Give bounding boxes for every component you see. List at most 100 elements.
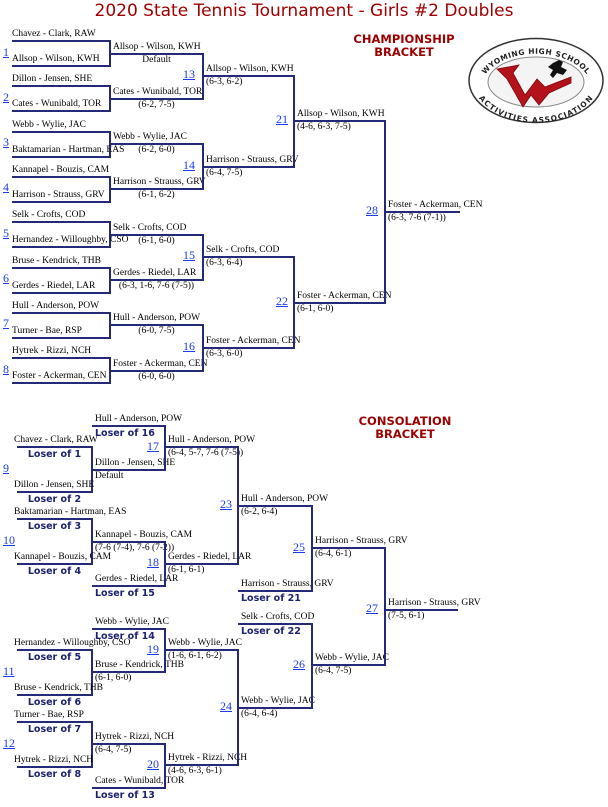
bracket-line <box>165 563 238 565</box>
team-name: Allsop - Wilson, KWH <box>12 54 100 64</box>
match-number-link[interactable]: 10 <box>3 532 15 547</box>
team-name: Selk - Crofts, COD <box>12 210 86 221</box>
logo-w-mark <box>496 64 572 108</box>
match-score: (6-1, 6-2) <box>138 190 175 201</box>
bracket-line <box>110 324 203 327</box>
match-number-link[interactable]: 11 <box>3 663 15 678</box>
winner-name: Webb - Wylie, JAC <box>113 132 187 143</box>
team-name: Hull - Anderson, POW <box>95 414 183 424</box>
bracket-line <box>203 346 294 349</box>
match-score: (6-4, 5-7, 7-6 (7-5)) <box>168 448 244 458</box>
team-name: Cates - Wunibald, TOR <box>95 776 185 786</box>
match-number-link[interactable]: 20 <box>147 757 159 771</box>
match-number-link[interactable]: 21 <box>276 112 288 127</box>
championship-heading-line2: BRACKET <box>374 45 434 59</box>
bracket-line <box>17 563 92 565</box>
match-number-link[interactable]: 4 <box>3 180 9 195</box>
bracket-line <box>203 165 294 168</box>
bracket-line <box>312 547 385 549</box>
bracket-line <box>12 40 110 42</box>
bracket-line <box>92 628 165 630</box>
loser-of-label: Loser of 1 <box>27 449 82 460</box>
bracket-line <box>12 200 110 203</box>
bracket-line <box>385 609 458 611</box>
team-name: Turner - Bae, RSP <box>14 710 84 720</box>
bracket-line <box>384 547 386 666</box>
match-score: (6-2, 6-4) <box>241 507 278 517</box>
match-score: (7-5, 6-1) <box>388 611 425 621</box>
match-number-link[interactable]: 7 <box>3 316 9 331</box>
team-name: Foster - Ackerman, CEN <box>12 371 107 382</box>
match-number-link[interactable]: 18 <box>147 555 159 569</box>
match-number-link[interactable]: 19 <box>147 641 159 656</box>
bracket-line <box>110 369 203 372</box>
winner-name: Kannapel - Bouzis, CAM <box>95 530 193 540</box>
match-number-link[interactable]: 5 <box>3 225 9 240</box>
match-score: (6-1, 6-0) <box>297 303 334 314</box>
bracket-line <box>110 52 203 55</box>
bracket-line <box>12 110 110 113</box>
match-number-link[interactable]: 16 <box>183 338 195 353</box>
match-number-link[interactable]: 23 <box>220 496 232 511</box>
team-name: Harrison - Strauss, GRV <box>241 579 334 589</box>
match-score: (6-0, 7-5) <box>138 326 175 337</box>
bracket-line <box>12 130 110 133</box>
consolation-heading: CONSOLATION BRACKET <box>335 415 475 441</box>
bracket-line <box>92 585 165 587</box>
team-name: Hytrek - Rizzi, NCH <box>14 755 94 765</box>
winner-name: Hull - Anderson, POW <box>113 313 201 324</box>
team-name: Cates - Wunibald, TOR <box>12 99 102 110</box>
match-number-link[interactable]: 1 <box>3 44 9 59</box>
match-number-link[interactable]: 17 <box>147 439 159 453</box>
match-number-link[interactable]: 14 <box>183 157 195 172</box>
match-number-link[interactable]: 3 <box>3 135 9 150</box>
match-number-link[interactable]: 9 <box>3 460 9 475</box>
match-number-link[interactable]: 26 <box>293 657 305 671</box>
bracket-line <box>12 221 110 224</box>
team-name: Bruse - Kendrick, THB <box>14 683 104 693</box>
match-score: (6-1, 6-0) <box>138 235 175 246</box>
match-number-link[interactable]: 15 <box>183 248 195 263</box>
match-number-link[interactable]: 24 <box>220 698 232 713</box>
match-score: (6-3, 7-6 (7-1)) <box>388 213 446 224</box>
team-name: Turner - Bae, RSP <box>12 325 82 336</box>
team-name: Dillon - Jensen, SHE <box>12 74 93 85</box>
loser-of-label: Loser of 14 <box>95 631 155 642</box>
loser-of-label: Loser of 2 <box>27 494 82 505</box>
match-number-link[interactable]: 22 <box>276 293 288 308</box>
bracket-line <box>17 766 92 768</box>
loser-of-label: Loser of 3 <box>27 521 82 532</box>
bracket-line <box>165 446 238 448</box>
bracket-line <box>164 425 166 471</box>
page-title: 2020 State Tennis Tournament - Girls #2 … <box>94 1 514 21</box>
bracket-line <box>110 233 203 236</box>
bracket-line <box>238 623 312 625</box>
winner-name: Webb - Wylie, JAC <box>315 653 389 663</box>
team-name: Kannapel - Bouzis, CAM <box>12 164 110 175</box>
bracket-line <box>92 787 165 789</box>
bracket-line <box>17 721 92 723</box>
bracket-line <box>17 491 92 493</box>
bracket-line <box>12 266 110 269</box>
match-number-link[interactable]: 13 <box>183 67 195 82</box>
match-score: (7-6 (7-4), 7-6 (7-2)) <box>95 543 175 553</box>
bracket-line <box>12 155 110 158</box>
winner-name: Harrison - Strauss, GRV <box>206 154 299 165</box>
match-score: Default <box>142 54 171 65</box>
winner-name: Cates - Wunibald, TOR <box>113 86 203 97</box>
match-number-link[interactable]: 27 <box>366 601 378 615</box>
bracket-line <box>12 85 110 88</box>
bracket-line <box>92 671 165 673</box>
match-score: Default <box>95 471 124 481</box>
loser-of-label: Loser of 6 <box>27 697 82 708</box>
match-score: (6-4, 7-5) <box>315 666 352 676</box>
match-number-link[interactable]: 2 <box>3 89 9 104</box>
match-number-link[interactable]: 12 <box>3 735 15 750</box>
bracket-line <box>92 469 165 471</box>
championship-heading: CHAMPIONSHIP BRACKET <box>334 33 474 59</box>
match-number-link[interactable]: 6 <box>3 271 9 285</box>
match-number-link[interactable]: 25 <box>293 539 305 554</box>
match-number-link[interactable]: 28 <box>366 203 378 218</box>
bracket-line <box>238 590 312 592</box>
match-number-link[interactable]: 8 <box>3 361 9 376</box>
